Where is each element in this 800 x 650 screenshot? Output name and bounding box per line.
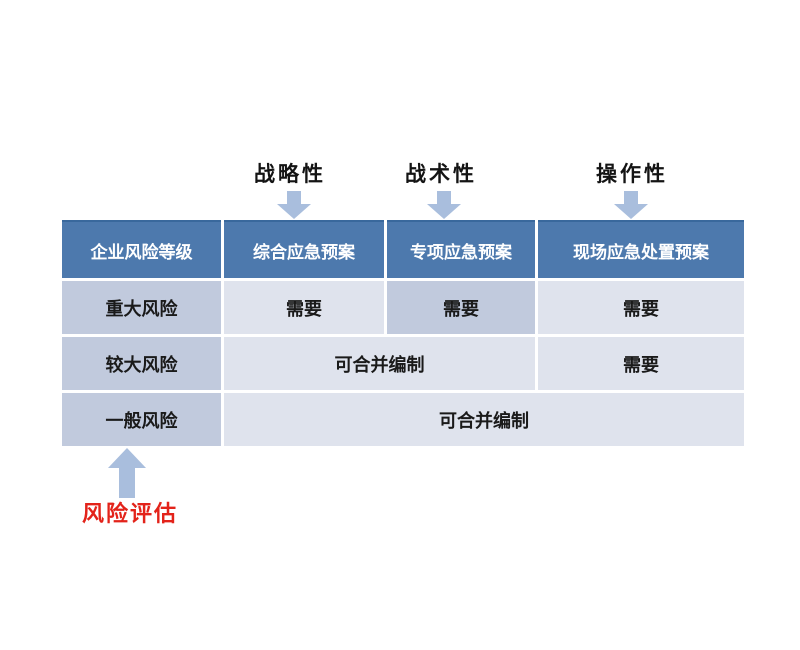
cell-larger-onsite: 需要	[538, 337, 744, 390]
down-arrow-tactical-icon	[427, 191, 461, 219]
header-onsite-plan: 现场应急处置预案	[538, 220, 744, 278]
row-general-risk-level: 一般风险	[62, 393, 221, 446]
row-major-risk-level: 重大风险	[62, 281, 221, 334]
down-arrow-operational-icon	[614, 191, 648, 219]
down-arrow-strategic-icon	[277, 191, 311, 219]
risk-plan-table: 企业风险等级 综合应急预案 专项应急预案 现场应急处置预案 重大风险 需要 需要…	[62, 220, 744, 446]
cell-general-merged: 可合并编制	[224, 393, 744, 446]
up-arrow-risk-assessment-icon	[108, 448, 146, 498]
label-tactical: 战术性	[405, 161, 477, 186]
header-comprehensive-plan: 综合应急预案	[224, 220, 384, 278]
cell-major-onsite: 需要	[538, 281, 744, 334]
row-larger-risk-level: 较大风险	[62, 337, 221, 390]
cell-larger-merged: 可合并编制	[224, 337, 535, 390]
header-risk-level: 企业风险等级	[62, 220, 221, 278]
header-special-plan: 专项应急预案	[387, 220, 535, 278]
cell-major-comprehensive: 需要	[224, 281, 384, 334]
label-strategic: 战略性	[254, 161, 326, 186]
cell-major-special: 需要	[387, 281, 535, 334]
label-operational: 操作性	[596, 161, 668, 186]
label-risk-assessment: 风险评估	[81, 501, 178, 527]
